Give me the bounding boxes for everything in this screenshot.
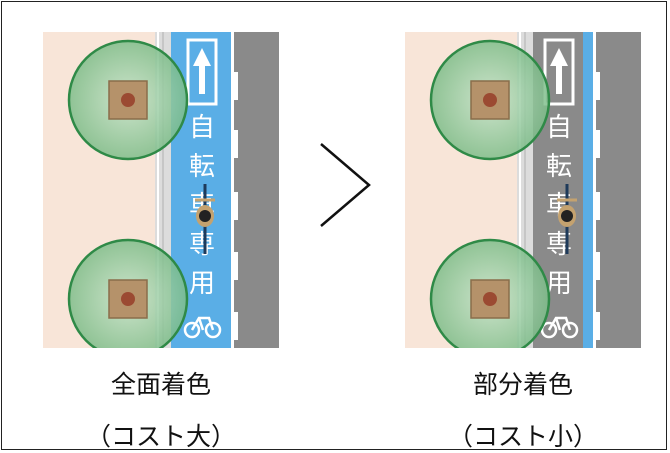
greater-than-icon — [320, 143, 371, 227]
partial-color-street-svg: 自 転 車 専 用 — [405, 32, 641, 348]
partial-color-caption: 部分着色 （コスト小） — [405, 370, 641, 452]
tree-bottom — [429, 238, 551, 348]
partial-color-title: 部分着色 — [472, 370, 573, 399]
blue-edge-strip — [583, 32, 593, 348]
full-color-caption: 全面着色 （コスト大） — [43, 370, 279, 452]
partial-color-illustration: 自 転 車 専 用 — [405, 32, 641, 348]
lane-char-2: 転 — [189, 152, 215, 182]
full-color-illustration: 自 転 車 専 用 — [43, 32, 279, 348]
lane-char-4: 専 — [189, 230, 215, 260]
full-color-street-svg: 自 転 車 専 用 — [43, 32, 279, 348]
direction-arrow-sign — [186, 38, 218, 106]
full-color-cost: （コスト大） — [85, 422, 236, 451]
lane-char-2: 転 — [546, 152, 572, 182]
tree-top — [67, 39, 189, 161]
lane-char-5: 用 — [546, 269, 572, 299]
up-arrow-icon — [550, 48, 568, 94]
lane-char-5: 用 — [189, 269, 215, 299]
cyclist-icon — [557, 184, 577, 254]
tree-top — [429, 39, 551, 161]
bicycle-icon — [540, 316, 579, 339]
tree-bottom — [67, 238, 189, 348]
partial-color-cost: （コスト小） — [447, 422, 598, 451]
up-arrow-icon — [193, 48, 211, 94]
cyclist-icon — [195, 184, 215, 254]
bicycle-icon — [183, 316, 222, 339]
road — [596, 32, 641, 348]
road — [234, 32, 279, 348]
full-color-title: 全面着色 — [110, 370, 211, 399]
lane-char-1: 自 — [189, 113, 215, 143]
lane-char-1: 自 — [546, 113, 572, 143]
direction-arrow-sign — [543, 38, 575, 106]
